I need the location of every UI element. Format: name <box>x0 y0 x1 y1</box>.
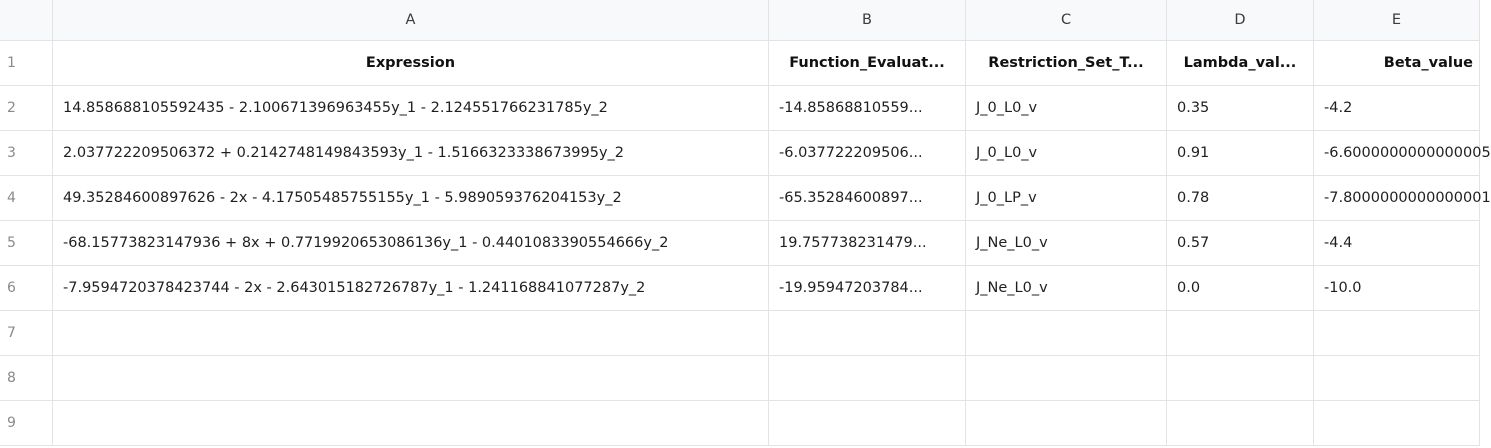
cell-d5[interactable]: 0.57 <box>1167 221 1314 266</box>
cell-d6-text: 0.0 <box>1177 280 1201 296</box>
cell-e6-text: -10.0 <box>1324 280 1362 296</box>
cell-c3-text: J_0_L0_v <box>976 145 1038 161</box>
cell-a6[interactable]: -7.9594720378423744 - 2x - 2.64301518272… <box>53 266 769 311</box>
cell-e7[interactable] <box>1314 311 1480 356</box>
cell-a4-text: 49.35284600897626 - 2x - 4.1750548575515… <box>63 190 622 206</box>
row-header-7[interactable]: 7 <box>0 311 53 356</box>
cell-c5-text: J_Ne_L0_v <box>976 235 1048 251</box>
cell-e4[interactable]: -7.8000000000000001 <box>1314 176 1491 221</box>
cell-a2-text: 14.858688105592435 - 2.100671396963455y_… <box>63 100 608 116</box>
row-header-9[interactable]: 9 <box>0 401 53 446</box>
cell-d1-text: Lambda_val... <box>1183 55 1297 71</box>
cell-a3[interactable]: 2.037722209506372 + 0.2142748149843593y_… <box>53 131 769 176</box>
column-header-b[interactable]: B <box>769 0 966 41</box>
cell-d2[interactable]: 0.35 <box>1167 86 1314 131</box>
cell-a8[interactable] <box>53 356 769 401</box>
cell-c1[interactable]: Restriction_Set_T... <box>966 41 1167 86</box>
cell-a5[interactable]: -68.15773823147936 + 8x + 0.771992065308… <box>53 221 769 266</box>
column-header-a[interactable]: A <box>53 0 769 41</box>
cell-c8[interactable] <box>966 356 1167 401</box>
cell-b1-text: Function_Evaluat... <box>789 55 945 71</box>
cell-d3[interactable]: 0.91 <box>1167 131 1314 176</box>
select-all-corner[interactable] <box>0 0 53 41</box>
cell-e5[interactable]: -4.4 <box>1314 221 1480 266</box>
row-header-1[interactable]: 1 <box>0 41 53 86</box>
cell-e2-text: -4.2 <box>1324 100 1353 116</box>
cell-e8[interactable] <box>1314 356 1480 401</box>
cell-b9[interactable] <box>769 401 966 446</box>
cell-c9[interactable] <box>966 401 1167 446</box>
cell-c2-text: J_0_L0_v <box>976 100 1038 116</box>
column-header-e[interactable]: E <box>1314 0 1480 41</box>
cell-a5-text: -68.15773823147936 + 8x + 0.771992065308… <box>63 235 669 251</box>
cell-c3[interactable]: J_0_L0_v <box>966 131 1167 176</box>
cell-c6[interactable]: J_Ne_L0_v <box>966 266 1167 311</box>
cell-e2[interactable]: -4.2 <box>1314 86 1480 131</box>
cell-e6[interactable]: -10.0 <box>1314 266 1480 311</box>
cell-d7[interactable] <box>1167 311 1314 356</box>
row-header-2[interactable]: 2 <box>0 86 53 131</box>
cell-c7[interactable] <box>966 311 1167 356</box>
cell-a9[interactable] <box>53 401 769 446</box>
cell-a2[interactable]: 14.858688105592435 - 2.100671396963455y_… <box>53 86 769 131</box>
cell-e3[interactable]: -6.6000000000000005 <box>1314 131 1491 176</box>
cell-e9[interactable] <box>1314 401 1480 446</box>
cell-a1-text: Expression <box>365 55 456 71</box>
cell-c6-text: J_Ne_L0_v <box>976 280 1048 296</box>
cell-b7[interactable] <box>769 311 966 356</box>
cell-d2-text: 0.35 <box>1177 100 1210 116</box>
cell-c5[interactable]: J_Ne_L0_v <box>966 221 1167 266</box>
cell-d9[interactable] <box>1167 401 1314 446</box>
cell-e5-text: -4.4 <box>1324 235 1353 251</box>
cell-b5-text: 19.757738231479... <box>779 235 927 251</box>
cell-e1-text: Beta_value <box>1383 55 1473 71</box>
row-header-3[interactable]: 3 <box>0 131 53 176</box>
cell-d1[interactable]: Lambda_val... <box>1167 41 1314 86</box>
cell-b1[interactable]: Function_Evaluat... <box>769 41 966 86</box>
cell-b4-text: -65.35284600897... <box>779 190 923 206</box>
cell-b3[interactable]: -6.037722209506... <box>769 131 966 176</box>
cell-c4-text: J_0_LP_v <box>976 190 1037 206</box>
cell-b3-text: -6.037722209506... <box>779 145 923 161</box>
cell-b2[interactable]: -14.85868810559... <box>769 86 966 131</box>
cell-b6[interactable]: -19.95947203784... <box>769 266 966 311</box>
cell-d6[interactable]: 0.0 <box>1167 266 1314 311</box>
cell-d4-text: 0.78 <box>1177 190 1210 206</box>
cell-d4[interactable]: 0.78 <box>1167 176 1314 221</box>
cell-c4[interactable]: J_0_LP_v <box>966 176 1167 221</box>
cell-e1[interactable]: Beta_value <box>1314 41 1480 86</box>
row-header-5[interactable]: 5 <box>0 221 53 266</box>
cell-b2-text: -14.85868810559... <box>779 100 923 116</box>
cell-b5[interactable]: 19.757738231479... <box>769 221 966 266</box>
cell-e3-text: -6.6000000000000005 <box>1324 145 1491 161</box>
row-header-4[interactable]: 4 <box>0 176 53 221</box>
cell-d5-text: 0.57 <box>1177 235 1210 251</box>
cell-d3-text: 0.91 <box>1177 145 1210 161</box>
column-header-d[interactable]: D <box>1167 0 1314 41</box>
cell-b4[interactable]: -65.35284600897... <box>769 176 966 221</box>
cell-b6-text: -19.95947203784... <box>779 280 923 296</box>
cell-a6-text: -7.9594720378423744 - 2x - 2.64301518272… <box>63 280 646 296</box>
cell-a3-text: 2.037722209506372 + 0.2142748149843593y_… <box>63 145 625 161</box>
row-header-6[interactable]: 6 <box>0 266 53 311</box>
cell-e4-text: -7.8000000000000001 <box>1324 190 1491 206</box>
cell-a7[interactable] <box>53 311 769 356</box>
row-header-8[interactable]: 8 <box>0 356 53 401</box>
cell-d8[interactable] <box>1167 356 1314 401</box>
cell-c2[interactable]: J_0_L0_v <box>966 86 1167 131</box>
cell-c1-text: Restriction_Set_T... <box>988 55 1144 71</box>
cell-a1[interactable]: Expression <box>53 41 769 86</box>
cell-b8[interactable] <box>769 356 966 401</box>
column-header-c[interactable]: C <box>966 0 1167 41</box>
cell-a4[interactable]: 49.35284600897626 - 2x - 4.1750548575515… <box>53 176 769 221</box>
